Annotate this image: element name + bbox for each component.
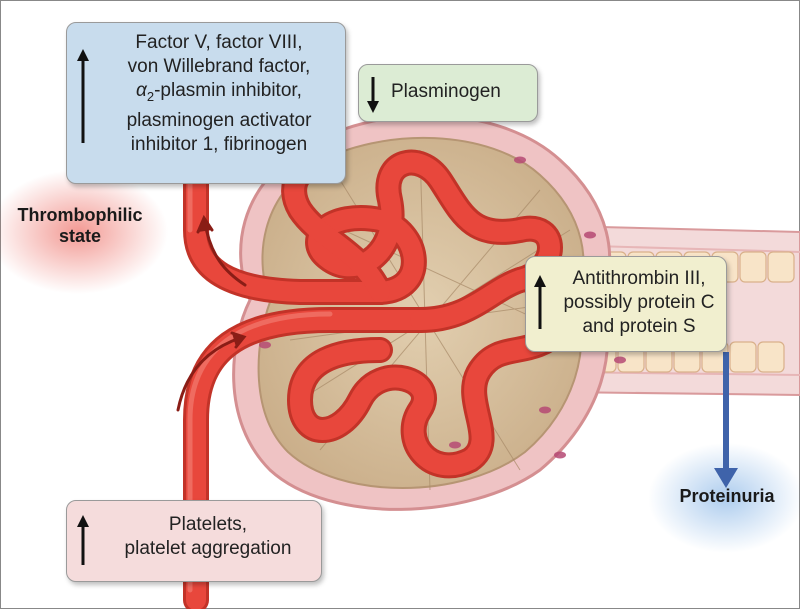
factors-line-2: von Willebrand factor, [127,56,311,77]
factors-line-3: α2-plasmin inhibitor, [97,79,341,109]
factors-line-3-text: -plasmin inhibitor, [154,80,302,101]
proteinuria-arrow [714,352,738,488]
plasminogen-label: Plasminogen [391,81,501,102]
platelets-line-1: Platelets, [168,514,248,535]
antithrombin-box: Antithrombin III, possibly protein C and… [525,256,727,352]
thrombophilic-state-label: Thrombophilic state [17,205,143,246]
factors-line-4: plasminogen activator [126,109,312,131]
factors-line-5: inhibitor 1, fibrinogen [130,133,308,155]
proteinuria-glow [648,443,800,553]
proteinuria-label: Proteinuria [679,486,775,506]
antithrombin-line-3: and protein S [582,316,696,337]
alpha-subscript: 2 [146,88,155,104]
platelets-box: Platelets, platelet aggregation [66,500,322,582]
factors-line-1: Factor V, factor VIII, [135,32,303,53]
factors-box: Factor V, factor VIII, von Willebrand fa… [66,22,346,184]
alpha-symbol: α [136,80,147,101]
up-arrow-icon [77,49,89,143]
antithrombin-line-1: Antithrombin III, [572,268,706,289]
platelets-line-2: platelet aggregation [124,538,292,559]
up-arrow-icon [77,515,89,565]
antithrombin-line-2: possibly protein C [563,292,715,313]
flow-arrows [176,214,247,412]
down-arrow-icon [367,77,379,113]
up-arrow-icon [534,275,546,329]
thrombophilic-glow [0,170,168,294]
plasminogen-box: Plasminogen [358,64,538,122]
